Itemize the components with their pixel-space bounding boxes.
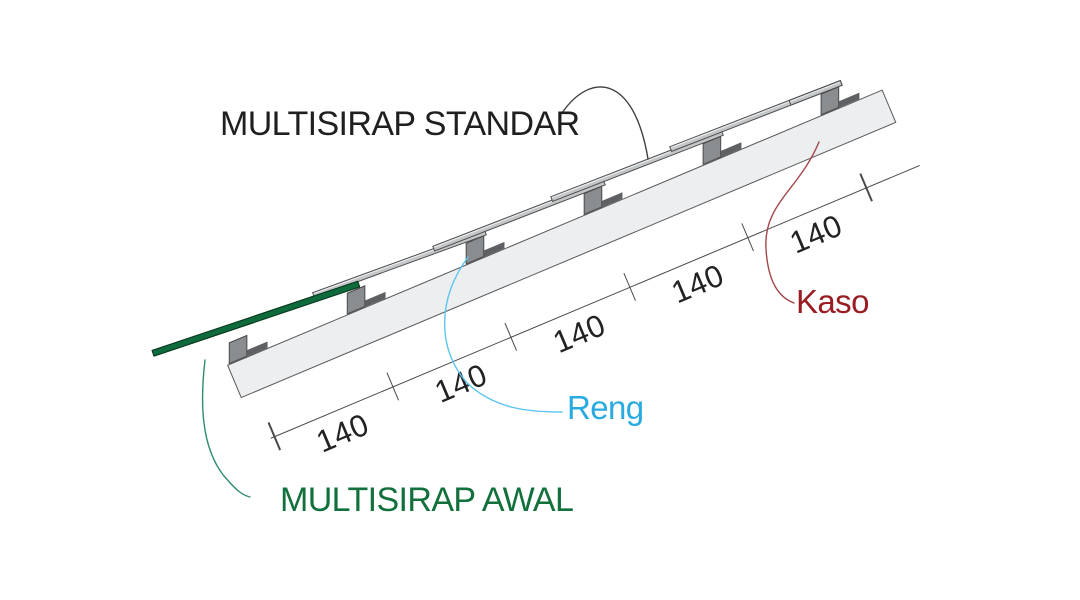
label-kaso: Kaso bbox=[796, 283, 869, 320]
dimension-value: 140 bbox=[784, 207, 848, 261]
label-multisirap-awal: MULTISIRAP AWAL bbox=[280, 481, 574, 519]
dimension-value: 140 bbox=[666, 257, 729, 311]
dimension-value: 140 bbox=[429, 356, 493, 410]
label-multisirap-standar: MULTISIRAP STANDAR bbox=[220, 105, 580, 143]
dimension-value: 140 bbox=[547, 307, 611, 360]
label-reng: Reng bbox=[567, 389, 644, 426]
dimension-value: 140 bbox=[311, 406, 374, 460]
